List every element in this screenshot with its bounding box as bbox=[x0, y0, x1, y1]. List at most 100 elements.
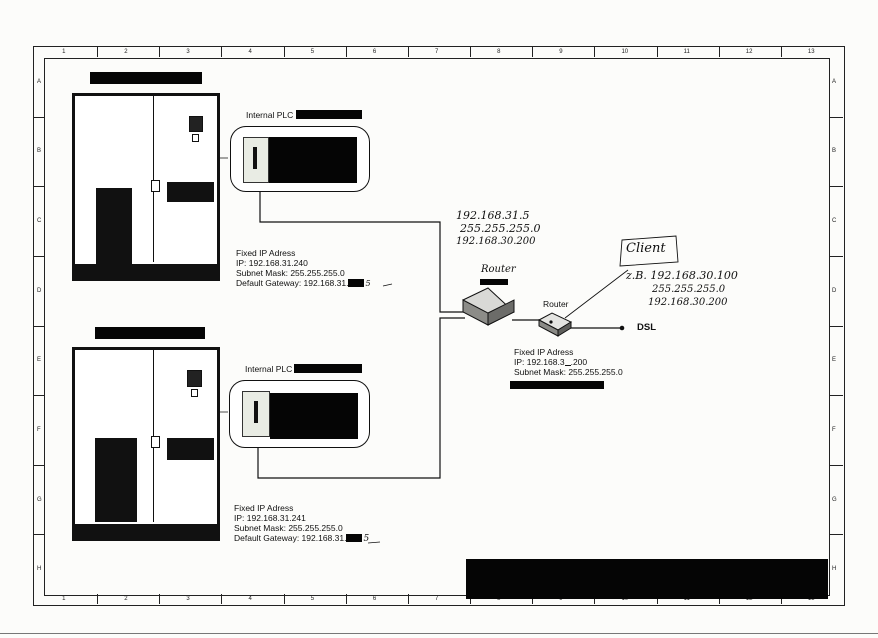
router-ip-prefix: IP: 192.168.3 bbox=[514, 357, 565, 367]
router-note-line2: 255.255.255.0 bbox=[460, 222, 541, 235]
bottom-cabinet-panel bbox=[167, 438, 214, 460]
grid-row-divider bbox=[33, 116, 44, 118]
top-plc-module-strip bbox=[253, 147, 257, 169]
grid-row-divider bbox=[830, 395, 843, 397]
grid-row-label-left: A bbox=[37, 78, 42, 85]
grid-row-label-right: E bbox=[832, 357, 837, 364]
grid-column-label-bottom: 12 bbox=[745, 596, 753, 602]
grid-row-divider bbox=[830, 255, 843, 257]
top-gateway-redaction bbox=[348, 279, 365, 287]
router-redaction bbox=[510, 381, 604, 389]
top-internal-plc bbox=[230, 126, 370, 192]
grid-column-divider bbox=[718, 594, 720, 604]
grid-row-label-left: F bbox=[37, 426, 41, 433]
bottom-ip-title: Fixed IP Adress bbox=[234, 503, 294, 513]
grid-row-label-right: D bbox=[832, 287, 837, 294]
grid-column-label-top: 11 bbox=[683, 49, 690, 55]
bottom-gateway-stroke bbox=[367, 541, 381, 544]
grid-column-label-top: 12 bbox=[745, 49, 753, 55]
grid-row-label-right: A bbox=[832, 78, 837, 85]
grid-column-label-bottom: 9 bbox=[559, 596, 563, 602]
grid-column-label-bottom: 6 bbox=[372, 596, 377, 602]
cable-bottom-plc-to-switch bbox=[257, 317, 465, 479]
grid-column-label-top: 6 bbox=[372, 49, 377, 55]
top-plc-redaction bbox=[269, 137, 357, 183]
title-block-redaction bbox=[466, 559, 828, 599]
grid-row-label-left: E bbox=[37, 357, 42, 364]
bottom-default-gateway-text: Default Gateway: 192.168.31. bbox=[234, 533, 347, 543]
top-plc-label: Internal PLC bbox=[246, 110, 294, 120]
top-cabinet-door-divider bbox=[153, 96, 154, 262]
grid-row-label-right: H bbox=[832, 566, 837, 573]
grid-column-divider bbox=[470, 47, 472, 57]
bottom-plc-redaction bbox=[270, 393, 358, 439]
top-cabinet-panel bbox=[167, 182, 214, 202]
grid-column-divider bbox=[532, 47, 534, 57]
grid-row-label-right: B bbox=[832, 148, 837, 155]
grid-column-divider bbox=[283, 47, 285, 57]
router-subnet-mask: Subnet Mask: 255.255.255.0 bbox=[514, 367, 623, 377]
grid-column-divider bbox=[718, 47, 720, 57]
grid-row-label-left: B bbox=[37, 148, 42, 155]
top-cabinet-base bbox=[75, 264, 217, 278]
grid-column-divider bbox=[159, 47, 161, 57]
bottom-plc-label: Internal PLC bbox=[245, 364, 293, 374]
scan-edge-line bbox=[0, 633, 878, 634]
router-note-line1: 192.168.31.5 bbox=[456, 209, 530, 222]
router-icon bbox=[537, 312, 573, 337]
grid-column-label-bottom: 7 bbox=[435, 596, 439, 602]
cable-top-plc-to-switch bbox=[259, 185, 465, 313]
grid-column-label-bottom: 13 bbox=[807, 596, 815, 602]
bottom-cabinet-title-redaction bbox=[95, 327, 205, 339]
bottom-cabinet-display-icon bbox=[187, 370, 202, 387]
grid-row-divider bbox=[33, 464, 44, 466]
grid-row-label-left: D bbox=[37, 287, 42, 294]
grid-column-divider bbox=[97, 47, 99, 57]
grid-column-label-bottom: 4 bbox=[248, 596, 252, 602]
top-subnet-mask: Subnet Mask: 255.255.255.0 bbox=[236, 268, 345, 278]
dsl-dot bbox=[619, 325, 625, 331]
client-line2: 255.255.255.0 bbox=[652, 284, 726, 295]
client-pointer-line bbox=[564, 269, 629, 319]
top-cabinet-block bbox=[96, 188, 132, 264]
top-gateway-hand: 5 bbox=[365, 279, 371, 288]
grid-column-label-top: 7 bbox=[435, 49, 439, 55]
grid-row-divider bbox=[830, 534, 843, 536]
bottom-cabinet-block bbox=[95, 438, 137, 522]
router-ip-suffix: .200 bbox=[570, 357, 588, 367]
grid-column-divider bbox=[221, 594, 223, 604]
grid-column-divider bbox=[780, 594, 782, 604]
grid-row-divider bbox=[830, 186, 843, 188]
top-ip-address: IP: 192.168.31.240 bbox=[236, 258, 308, 268]
grid-row-divider bbox=[33, 255, 44, 257]
grid-column-label-top: 5 bbox=[310, 49, 315, 55]
grid-column-label-bottom: 2 bbox=[124, 596, 128, 602]
grid-column-divider bbox=[345, 47, 347, 57]
bottom-cabinet-key bbox=[191, 389, 198, 397]
router-hand-label: Router bbox=[481, 264, 516, 275]
grid-column-divider bbox=[407, 594, 409, 604]
grid-column-divider bbox=[407, 47, 409, 57]
grid-column-label-bottom: 10 bbox=[621, 596, 629, 602]
router-ip-overwrite bbox=[564, 357, 571, 366]
grid-column-label-top: 3 bbox=[186, 49, 190, 55]
switch-label-redaction bbox=[480, 279, 508, 285]
grid-column-label-top: 4 bbox=[248, 49, 252, 55]
top-control-cabinet bbox=[72, 93, 220, 281]
grid-column-label-bottom: 1 bbox=[62, 596, 66, 602]
grid-column-label-bottom: 8 bbox=[497, 596, 501, 602]
grid-row-label-left: H bbox=[37, 566, 42, 573]
router-note-line3: 192.168.30.200 bbox=[456, 236, 536, 247]
router-ip-address: IP: 192.168.3 .200 bbox=[514, 357, 587, 367]
grid-column-label-bottom: 3 bbox=[186, 596, 190, 602]
bottom-ip-address: IP: 192.168.31.241 bbox=[234, 513, 306, 523]
grid-column-divider bbox=[97, 594, 99, 604]
top-gateway-stroke bbox=[382, 283, 393, 287]
grid-column-divider bbox=[221, 47, 223, 57]
top-default-gateway-text: Default Gateway: 192.168.31. bbox=[236, 278, 349, 288]
grid-column-label-top: 2 bbox=[124, 49, 128, 55]
top-cabinet-display-icon bbox=[189, 116, 203, 132]
grid-column-divider bbox=[594, 47, 596, 57]
client-box bbox=[619, 235, 679, 267]
router-label: Router bbox=[543, 299, 569, 309]
